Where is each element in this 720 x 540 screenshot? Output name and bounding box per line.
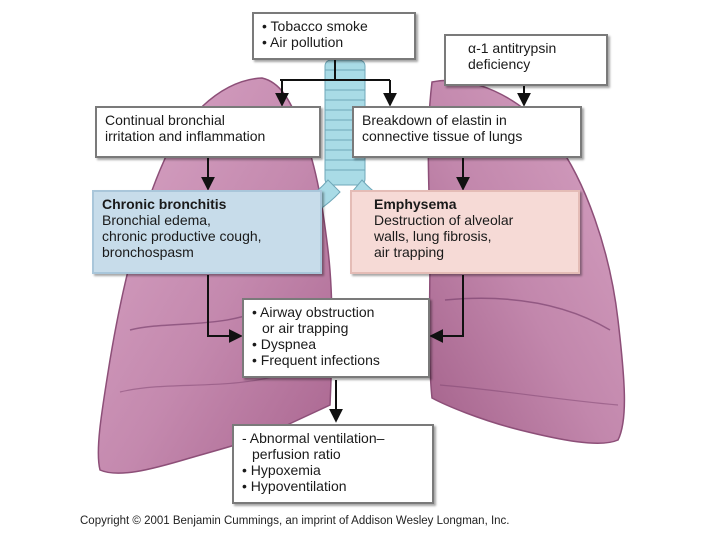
- flow-arrows: [201, 60, 531, 423]
- outcome-text: Hypoxemia: [250, 462, 321, 478]
- cause-item: • Air pollution: [262, 34, 344, 50]
- airway-obstruction-box: • Airway obstruction or air trapping • D…: [242, 298, 430, 378]
- irritation-line: Continual bronchial: [105, 112, 225, 128]
- elastin-breakdown-box: Breakdown of elastin in connective tissu…: [352, 106, 582, 158]
- outcome-item: • Hypoxemia: [242, 462, 321, 478]
- irritation-line: irritation and inflammation: [105, 128, 266, 144]
- bronchitis-title: Chronic bronchitis: [102, 196, 227, 212]
- elastin-line: connective tissue of lungs: [362, 128, 523, 144]
- cause-air-pollution: Air pollution: [270, 34, 344, 50]
- outcome-text: Abnormal ventilation–: [249, 430, 385, 446]
- emphysema-title: Emphysema: [374, 196, 457, 212]
- obstruction-text: Frequent infections: [260, 352, 380, 368]
- emphysema-line: walls, lung fibrosis,: [374, 228, 492, 244]
- copyright-notice: Copyright © 2001 Benjamin Cummings, an i…: [80, 515, 510, 527]
- causes-box: • Tobacco smoke • Air pollution: [252, 12, 416, 60]
- bronchitis-line: chronic productive cough,: [102, 228, 262, 244]
- obstruction-text: Dyspnea: [260, 336, 317, 352]
- chronic-bronchitis-box: Chronic bronchitis Bronchial edema, chro…: [92, 190, 322, 274]
- aat-line: α-1 antitrypsin: [468, 40, 557, 56]
- obstruction-item: • Airway obstruction: [252, 304, 375, 320]
- obstruction-cont: or air trapping: [262, 320, 349, 336]
- aat-line: deficiency: [468, 56, 531, 72]
- cause-item: • Tobacco smoke: [262, 18, 368, 34]
- outcome-text: Hypoventilation: [250, 478, 347, 494]
- obstruction-item: • Dyspnea: [252, 336, 317, 352]
- outcome-item: - Abnormal ventilation–: [242, 430, 385, 446]
- irritation-box: Continual bronchial irritation and infla…: [95, 106, 321, 158]
- outcome-item: • Hypoventilation: [242, 478, 347, 494]
- emphysema-line: air trapping: [374, 244, 445, 260]
- obstruction-item: • Frequent infections: [252, 352, 380, 368]
- elastin-line: Breakdown of elastin in: [362, 112, 507, 128]
- obstruction-text: Airway obstruction: [260, 304, 375, 320]
- bronchitis-line: bronchospasm: [102, 244, 194, 260]
- cause-tobacco: Tobacco smoke: [270, 18, 368, 34]
- outcome-box: - Abnormal ventilation– perfusion ratio …: [232, 424, 434, 504]
- outcome-cont: perfusion ratio: [252, 446, 341, 462]
- emphysema-line: Destruction of alveolar: [374, 212, 514, 228]
- aat-deficiency-box: α-1 antitrypsin deficiency: [444, 34, 608, 86]
- bronchitis-line: Bronchial edema,: [102, 212, 211, 228]
- emphysema-box: Emphysema Destruction of alveolar walls,…: [350, 190, 580, 274]
